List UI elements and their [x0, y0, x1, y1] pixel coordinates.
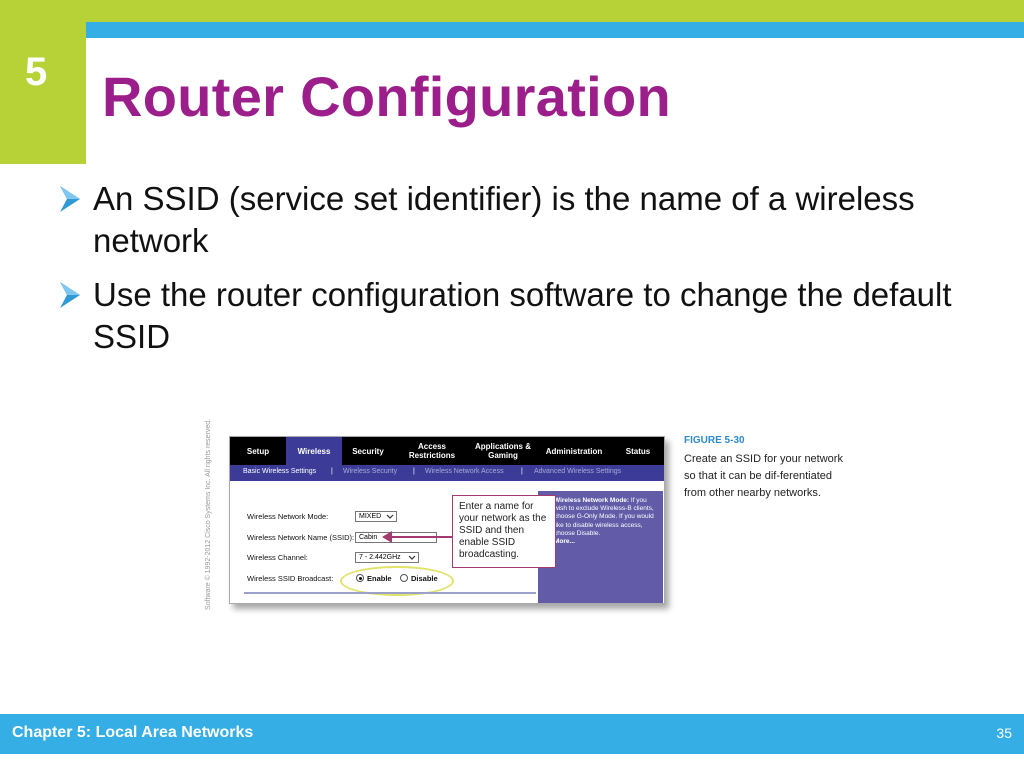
- help-heading: Wireless Network Mode:: [554, 497, 630, 504]
- ssid-label: Wireless Network Name (SSID):: [247, 533, 355, 542]
- subtab-separator: |: [521, 468, 523, 475]
- help-panel: Wireless Network Mode: If you wish to ex…: [538, 491, 663, 603]
- help-text: If you wish to exclude Wireless-B client…: [554, 497, 654, 537]
- slide-footer: Chapter 5: Local Area Networks 35: [0, 714, 1024, 754]
- figure-caption-text: Create an SSID for your network so that …: [684, 453, 843, 499]
- bullet-item: An SSID (service set identifier) is the …: [57, 178, 1012, 262]
- credit-text: Software © 1992-2012 Cisco Systems Inc. …: [205, 418, 212, 610]
- subtab-basic-wireless[interactable]: Basic Wireless Settings: [243, 468, 317, 475]
- slide-title: Router Configuration: [102, 65, 672, 128]
- tab-wireless[interactable]: Wireless: [286, 437, 342, 465]
- footer-bottom-strip: [0, 754, 1024, 768]
- chapter-badge: 5: [0, 0, 86, 164]
- callout-arrow-icon: [382, 531, 392, 543]
- tab-security[interactable]: Security: [352, 446, 384, 456]
- channel-select[interactable]: 7 - 2.442GHz: [355, 552, 419, 563]
- bullet-item: Use the router configuration software to…: [57, 274, 1012, 358]
- tab-applications-gaming[interactable]: Applications & Gaming: [474, 442, 531, 460]
- highlight-ellipse: [340, 566, 454, 596]
- figure-credit: Software © 1992-2012 Cisco Systems Inc. …: [205, 418, 219, 610]
- figure-caption: FIGURE 5-30 Create an SSID for your netw…: [684, 432, 854, 502]
- footer-chapter: Chapter 5: Local Area Networks: [12, 724, 254, 741]
- ssid-value: Cabin: [359, 534, 378, 541]
- arrow-bullet-icon: [60, 282, 80, 308]
- bullet-text: An SSID (service set identifier) is the …: [93, 180, 915, 259]
- network-mode-select[interactable]: MIXED: [355, 511, 397, 522]
- enable-radio[interactable]: [356, 574, 364, 582]
- page-number: 35: [996, 725, 1012, 741]
- channel-label: Wireless Channel:: [247, 553, 308, 562]
- form-divider: [244, 592, 536, 594]
- bullet-list: An SSID (service set identifier) is the …: [57, 178, 1012, 370]
- network-mode-label: Wireless Network Mode:: [247, 512, 329, 521]
- chapter-number: 5: [25, 50, 48, 94]
- router-tab-bar: Setup Wireless Security Access Restricti…: [230, 437, 664, 465]
- subtab-separator: |: [413, 468, 415, 475]
- tab-setup[interactable]: Setup: [246, 446, 270, 456]
- top-accent-bar: [0, 0, 1024, 22]
- channel-value: 7 - 2.442GHz: [359, 554, 401, 561]
- arrow-bullet-icon: [60, 186, 80, 212]
- header-rule: [86, 22, 1024, 38]
- figure-label: FIGURE 5-30: [684, 435, 745, 446]
- subtab-wireless-security[interactable]: Wireless Security: [343, 468, 398, 475]
- subtab-advanced-wireless[interactable]: Advanced Wireless Settings: [534, 468, 622, 475]
- tab-administration[interactable]: Administration: [545, 446, 603, 456]
- disable-label: Disable: [411, 574, 438, 583]
- router-screenshot: Setup Wireless Security Access Restricti…: [229, 436, 665, 604]
- ssid-broadcast-label: Wireless SSID Broadcast:: [247, 574, 334, 583]
- chevron-down-icon: [408, 555, 416, 560]
- subtab-separator: |: [331, 468, 333, 475]
- enable-label: Enable: [367, 574, 392, 583]
- callout-pointer-line: [388, 536, 454, 538]
- tab-status[interactable]: Status: [625, 446, 651, 456]
- router-subtab-bar: Basic Wireless Settings | Wireless Secur…: [230, 465, 664, 481]
- disable-radio[interactable]: [400, 574, 408, 582]
- network-mode-value: MIXED: [359, 513, 382, 520]
- bullet-text: Use the router configuration software to…: [93, 276, 952, 355]
- tab-access-restrictions[interactable]: Access Restrictions: [408, 442, 456, 460]
- help-more-link[interactable]: More...: [554, 538, 575, 546]
- subtab-wireless-network-access[interactable]: Wireless Network Access: [425, 468, 504, 475]
- chevron-down-icon: [386, 514, 394, 519]
- callout-box: Enter a name for your network as the SSI…: [452, 495, 556, 568]
